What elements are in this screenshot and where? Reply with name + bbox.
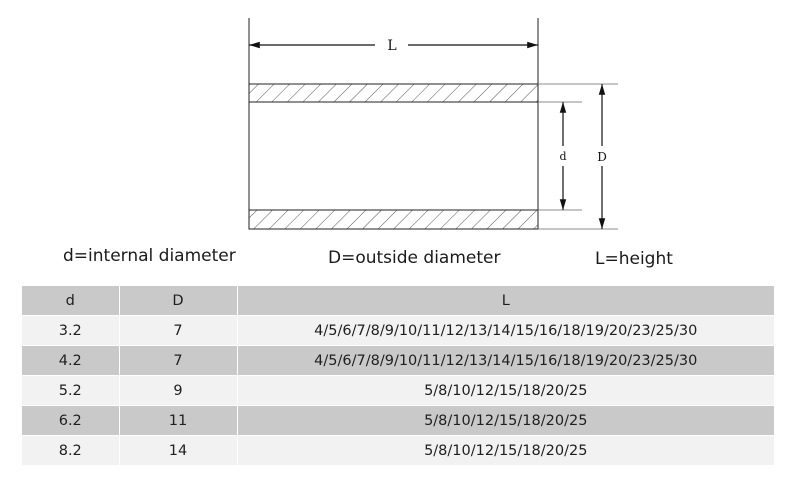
cell-D: 7 <box>119 315 238 346</box>
sleeve-bore <box>248 101 539 211</box>
cell-L: 5/8/10/12/15/18/20/25 <box>424 412 588 429</box>
cell-d: 8.2 <box>22 435 120 466</box>
cell-D: 9 <box>119 375 238 406</box>
sleeve-wall-top <box>248 83 539 103</box>
sleeve-drawing: L d D <box>248 18 618 230</box>
header-L: L <box>501 292 510 309</box>
cell-d: 3.2 <box>22 315 120 346</box>
table-row: 5.2 9 5/8/10/12/15/18/20/25 <box>22 375 774 406</box>
cell-L: 5/8/10/12/15/18/20/25 <box>424 382 588 399</box>
header-d: d <box>22 286 120 316</box>
legend-internal-diameter: d=internal diameter <box>63 246 236 266</box>
cell-D: 11 <box>119 405 238 436</box>
legend-height: L=height <box>595 249 673 269</box>
cell-D: 7 <box>119 345 238 376</box>
table-row: 4.2 7 4/5/6/7/8/9/10/11/12/13/14/15/16/1… <box>22 345 774 376</box>
cell-L: 4/5/6/7/8/9/10/11/12/13/14/15/16/18/19/2… <box>314 352 698 369</box>
length-label: L <box>387 38 396 54</box>
cell-L: 5/8/10/12/15/18/20/25 <box>424 442 588 459</box>
cell-D: 14 <box>119 435 238 466</box>
table-header-row: d D L <box>22 286 774 316</box>
inner-diameter-label: d <box>559 150 566 163</box>
table-row: 3.2 7 4/5/6/7/8/9/10/11/12/13/14/15/16/1… <box>22 315 774 346</box>
cell-d: 5.2 <box>22 375 120 406</box>
size-table: d D L 3.2 7 4/5/6/7/8/9/10/11/12/13/14/1… <box>22 286 774 466</box>
sleeve-wall-bottom <box>248 209 539 230</box>
cell-d: 6.2 <box>22 405 120 436</box>
legend-outside-diameter: D=outside diameter <box>328 248 501 268</box>
cell-d: 4.2 <box>22 345 120 376</box>
outer-diameter-label: D <box>597 150 607 164</box>
table-row: 8.2 14 5/8/10/12/15/18/20/25 <box>22 435 774 466</box>
table-row: 6.2 11 5/8/10/12/15/18/20/25 <box>22 405 774 436</box>
header-D: D <box>119 286 238 316</box>
cell-L: 4/5/6/7/8/9/10/11/12/13/14/15/16/18/19/2… <box>314 322 698 339</box>
